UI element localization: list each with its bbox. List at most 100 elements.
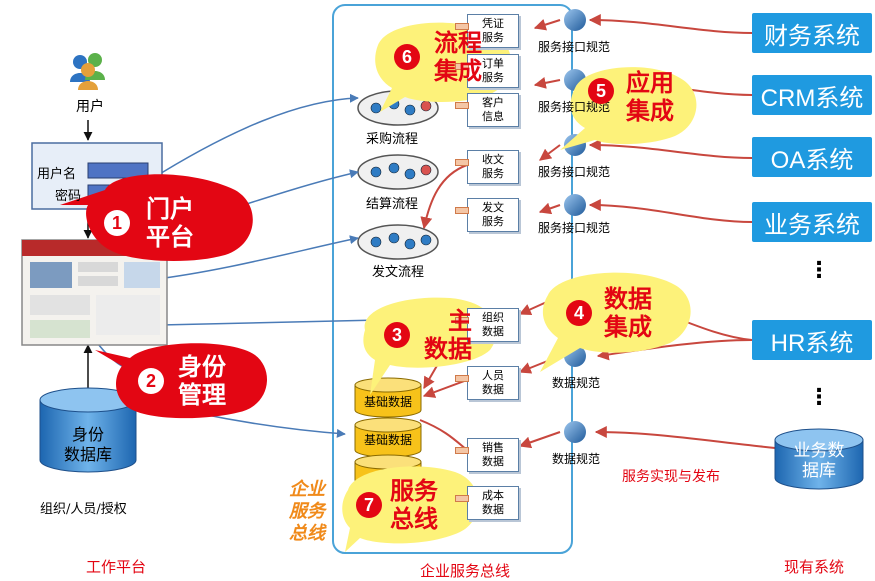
- callout-7-shape: [342, 466, 479, 552]
- callout-7-text: 服务总线: [390, 478, 438, 534]
- callout-2-line2: 管理: [178, 382, 226, 409]
- service-voucher-label: 凭证服务: [482, 17, 504, 45]
- service-sales-data[interactable]: 销售数据: [455, 438, 519, 472]
- base-data-label-1: 基础数据: [363, 395, 412, 409]
- service-sales-line1: 销售: [482, 441, 504, 454]
- service-person-label: 人员数据: [482, 369, 504, 397]
- service-send[interactable]: 发文服务: [455, 198, 519, 232]
- callout-3-line2: 数据: [424, 336, 472, 363]
- service-org-data[interactable]: 组织数据: [455, 308, 519, 342]
- service-tab: [455, 495, 469, 502]
- system-hr[interactable]: HR系统: [752, 320, 872, 360]
- service-receive-line1: 收文: [482, 153, 504, 166]
- ellipsis-1: ⋮: [808, 258, 830, 283]
- callout-5-line1: 应用: [626, 70, 674, 97]
- esb-side-line3: 总线: [289, 523, 325, 543]
- callout-3-line1: 主: [448, 308, 472, 335]
- service-person-line1: 人员: [482, 369, 504, 382]
- service-tab: [455, 447, 469, 454]
- org-auth-label: 组织/人员/授权: [40, 502, 127, 517]
- callout-5-line2: 集成: [626, 98, 674, 125]
- service-send-label: 发文服务: [482, 201, 504, 229]
- callout-7-line1: 服务: [390, 478, 438, 505]
- service-send-line2: 服务: [482, 215, 504, 228]
- system-crm[interactable]: CRM系统: [752, 75, 872, 115]
- service-sales-label: 销售数据: [482, 441, 504, 469]
- service-send-line1: 发文: [482, 201, 504, 214]
- service-order-label: 订单服务: [482, 57, 504, 85]
- service-voucher-line2: 服务: [482, 31, 504, 44]
- service-receive[interactable]: 收文服务: [455, 150, 519, 184]
- callout-6-line2: 集成: [434, 58, 482, 85]
- service-voucher-line1: 凭证: [482, 17, 504, 30]
- service-customer-line1: 客户: [482, 96, 504, 109]
- callout-2-number: 2: [138, 368, 164, 394]
- system-oa[interactable]: OA系统: [752, 137, 872, 177]
- service-customer[interactable]: 客户信息: [455, 93, 519, 127]
- password-label: 密码: [55, 189, 82, 204]
- system-finance[interactable]: 财务系统: [752, 13, 872, 53]
- service-voucher[interactable]: 凭证服务: [455, 14, 519, 48]
- service-order-line1: 订单: [482, 57, 504, 70]
- service-tab: [455, 102, 469, 109]
- service-org-line2: 数据: [482, 325, 504, 338]
- callout-1-number: 1: [104, 210, 130, 236]
- business-db-label: 业务数 据库: [780, 441, 858, 481]
- service-org-line1: 组织: [482, 311, 504, 324]
- service-publish-label: 服务实现与发布: [622, 469, 720, 485]
- process-ellipses: [357, 90, 439, 260]
- callout-4-line1: 数据: [604, 286, 652, 313]
- ellipsis-2: ⋮: [808, 385, 830, 410]
- interface-spec-label-4: 服务接口规范: [538, 221, 611, 235]
- callout-4-line2: 集成: [604, 314, 652, 341]
- service-order[interactable]: 订单服务: [455, 54, 519, 88]
- username-field: [87, 162, 149, 179]
- service-customer-line2: 信息: [482, 110, 504, 123]
- callout-3-number: 3: [384, 322, 410, 348]
- process-settlement-label: 结算流程: [366, 197, 419, 212]
- caption-existing-systems: 现有系统: [784, 558, 845, 576]
- callout-4-shape: [540, 272, 691, 372]
- callout-2-line1: 身份: [178, 354, 226, 381]
- username-label: 用户名: [37, 167, 77, 182]
- callout-1-line2: 平台: [146, 224, 194, 251]
- service-tab: [455, 375, 469, 382]
- system-business[interactable]: 业务系统: [752, 202, 872, 242]
- callout-7-line2: 总线: [390, 506, 438, 533]
- callout-2-shape: [95, 343, 267, 419]
- identity-db-line1: 身份: [71, 425, 104, 444]
- interface-spec-label-1: 服务接口规范: [538, 40, 611, 54]
- service-tab: [455, 207, 469, 214]
- business-database-cylinder: [774, 428, 864, 490]
- service-customer-label: 客户信息: [482, 96, 504, 124]
- interface-spec-label-2: 服务接口规范: [538, 100, 611, 114]
- esb-side-line2: 服务: [289, 501, 325, 521]
- process-purchase-label: 采购流程: [366, 132, 419, 147]
- service-person-data[interactable]: 人员数据: [455, 366, 519, 400]
- esb-side-label: 企业 服务 总线: [282, 478, 332, 544]
- service-cost-line2: 数据: [482, 503, 504, 516]
- service-order-line2: 服务: [482, 71, 504, 84]
- callout-7-number: 7: [356, 492, 382, 518]
- service-receive-line2: 服务: [482, 167, 504, 180]
- callout-6-number: 6: [394, 44, 420, 70]
- service-tab: [455, 317, 469, 324]
- identity-db-label: 身份 数据库: [48, 425, 128, 465]
- service-cost-line1: 成本: [482, 489, 504, 502]
- service-cost-data[interactable]: 成本数据: [455, 486, 519, 520]
- service-tab: [455, 63, 469, 70]
- base-data-label-2: 基础数据: [363, 433, 412, 447]
- callout-4-text: 数据集成: [604, 286, 652, 342]
- callout-4-number: 4: [566, 300, 592, 326]
- data-spec-label-2: 数据规范: [552, 452, 601, 466]
- caption-esb: 企业服务总线: [420, 562, 511, 580]
- data-spec-label-1: 数据规范: [552, 376, 601, 390]
- user-label: 用户: [76, 99, 104, 115]
- process-dispatch-label: 发文流程: [372, 265, 425, 280]
- callout-1-line1: 门户: [146, 196, 194, 223]
- service-person-line2: 数据: [482, 383, 504, 396]
- service-org-label: 组织数据: [482, 311, 504, 339]
- callout-1-shape: [60, 174, 253, 262]
- callout-6-text: 流程集成: [434, 30, 482, 86]
